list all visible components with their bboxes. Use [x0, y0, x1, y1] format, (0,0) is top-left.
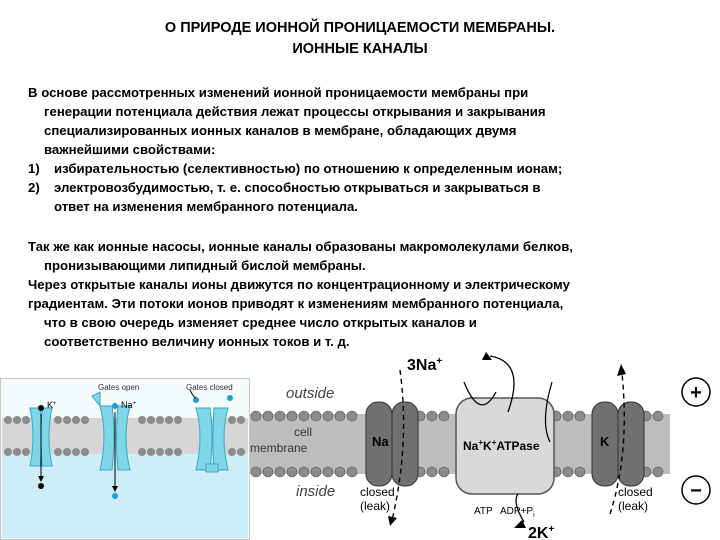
list-text: избирательностью (селективностью) по отн…	[54, 161, 563, 176]
adp-label: ADP+P	[500, 506, 533, 517]
na-k-atpase-pump	[455, 397, 555, 495]
k-label-sup: +	[53, 401, 57, 407]
text-line: важнейшими свойствами:	[44, 142, 216, 157]
k-label: K	[47, 400, 53, 410]
text-line: Через открытые каналы ионы движутся по к…	[28, 277, 570, 292]
cell-label: cell	[294, 425, 312, 439]
list-number: 1)	[28, 161, 40, 176]
intro-paragraph: В основе рассмотренных изменений ионной …	[28, 83, 700, 216]
pump-sup1: +	[478, 438, 483, 447]
inside-label: inside	[296, 483, 335, 500]
closed-leak-right-2: (leak)	[618, 499, 648, 513]
closed-leak-right-1: closed	[618, 485, 653, 499]
na-ion-icon	[112, 403, 118, 409]
na-label-sup: +	[133, 401, 137, 407]
na-label: Na	[121, 400, 133, 410]
text-line: Так же как ионные насосы, ионные каналы …	[28, 239, 573, 254]
k-ion-icon	[38, 405, 44, 411]
minus-sign-icon: −	[681, 475, 711, 505]
na-ion-icon	[193, 397, 199, 403]
pump-sup2: +	[492, 438, 497, 447]
na-ion-icon	[112, 493, 118, 499]
minus-label: −	[690, 480, 702, 502]
gates-closed-label: Gates closed	[186, 383, 233, 392]
na-ion-icon	[227, 395, 233, 401]
k-channel-label: K	[600, 434, 610, 449]
atp-label: ATP	[474, 506, 493, 517]
list-text-continued: ответ на изменения мембранного потенциал…	[54, 199, 358, 214]
title-line-2: ИОННЫЕ КАНАЛЫ	[292, 41, 428, 57]
na-channel-open	[91, 391, 131, 471]
gates-open-label: Gates open	[98, 383, 139, 392]
text-line: что в свою очередь изменяет среднее числ…	[44, 315, 477, 330]
page-title: О ПРИРОДЕ ИОННОЙ ПРОНИЦАЕМОСТИ МЕМБРАНЫ.…	[0, 18, 720, 60]
text-line: генерации потенциала действия лежат проц…	[44, 104, 546, 119]
svg-text:K+: K+	[47, 400, 57, 410]
text-line: В основе рассмотренных изменений ионной …	[28, 85, 529, 100]
na-leak-channel	[365, 401, 419, 487]
svg-text:Na+K+ATPase: Na+K+ATPase	[463, 438, 540, 453]
text-line: соответственно величину ионных токов и т…	[44, 334, 350, 349]
top-ion-sup: +	[436, 356, 442, 367]
text-line: пронизывающими липидный бислой мембраны.	[44, 258, 366, 273]
list-item: 2) электровозбудимостью, т. е. способност…	[28, 178, 700, 197]
outside-label: outside	[286, 385, 334, 402]
adp-sub: i	[533, 512, 535, 519]
membrane-label: membrane	[250, 441, 308, 455]
membrane-pump-illustration: outside cell membrane inside Na Na+K+ATP…	[250, 352, 711, 540]
svg-text:3Na+: 3Na+	[407, 356, 442, 374]
closed-leak-left-1: closed	[360, 485, 395, 499]
gated-channels-illustration: K+ Na+ Gates open Gates closed	[0, 378, 250, 540]
k-leak-channel	[591, 401, 645, 487]
k-ion-icon	[38, 483, 44, 489]
svg-text:ADP+Pi: ADP+Pi	[500, 506, 535, 519]
svg-text:Na+: Na+	[121, 400, 137, 410]
na-channel-label: Na	[372, 434, 389, 449]
top-ion-label: 3Na	[407, 357, 436, 374]
pump-na: Na	[463, 439, 479, 453]
bottom-ion-sup: +	[548, 524, 554, 535]
plus-label: +	[690, 382, 702, 404]
list-item: 1) избирательностью (селективностью) по о…	[28, 159, 700, 178]
list-number: 2)	[28, 180, 40, 195]
title-line-1: О ПРИРОДЕ ИОННОЙ ПРОНИЦАЕМОСТИ МЕМБРАНЫ.	[164, 20, 556, 36]
svg-text:2K+: 2K+	[528, 524, 554, 540]
list-text: электровозбудимостью, т. е. способностью…	[54, 180, 541, 195]
text-line: специализированных ионных каналов в мемб…	[44, 123, 517, 138]
plus-sign-icon: +	[681, 377, 711, 407]
k-channel	[29, 407, 53, 467]
text-line: градиентам. Эти потоки ионов приводят к …	[28, 296, 564, 311]
pump-rest: ATPase	[496, 439, 539, 453]
pump-k: K	[483, 439, 492, 453]
na-channel-closed	[195, 407, 229, 473]
channels-paragraph: Так же как ионные насосы, ионные каналы …	[28, 237, 700, 351]
bottom-ion-label: 2K	[528, 525, 549, 540]
closed-leak-left-2: (leak)	[360, 499, 390, 513]
